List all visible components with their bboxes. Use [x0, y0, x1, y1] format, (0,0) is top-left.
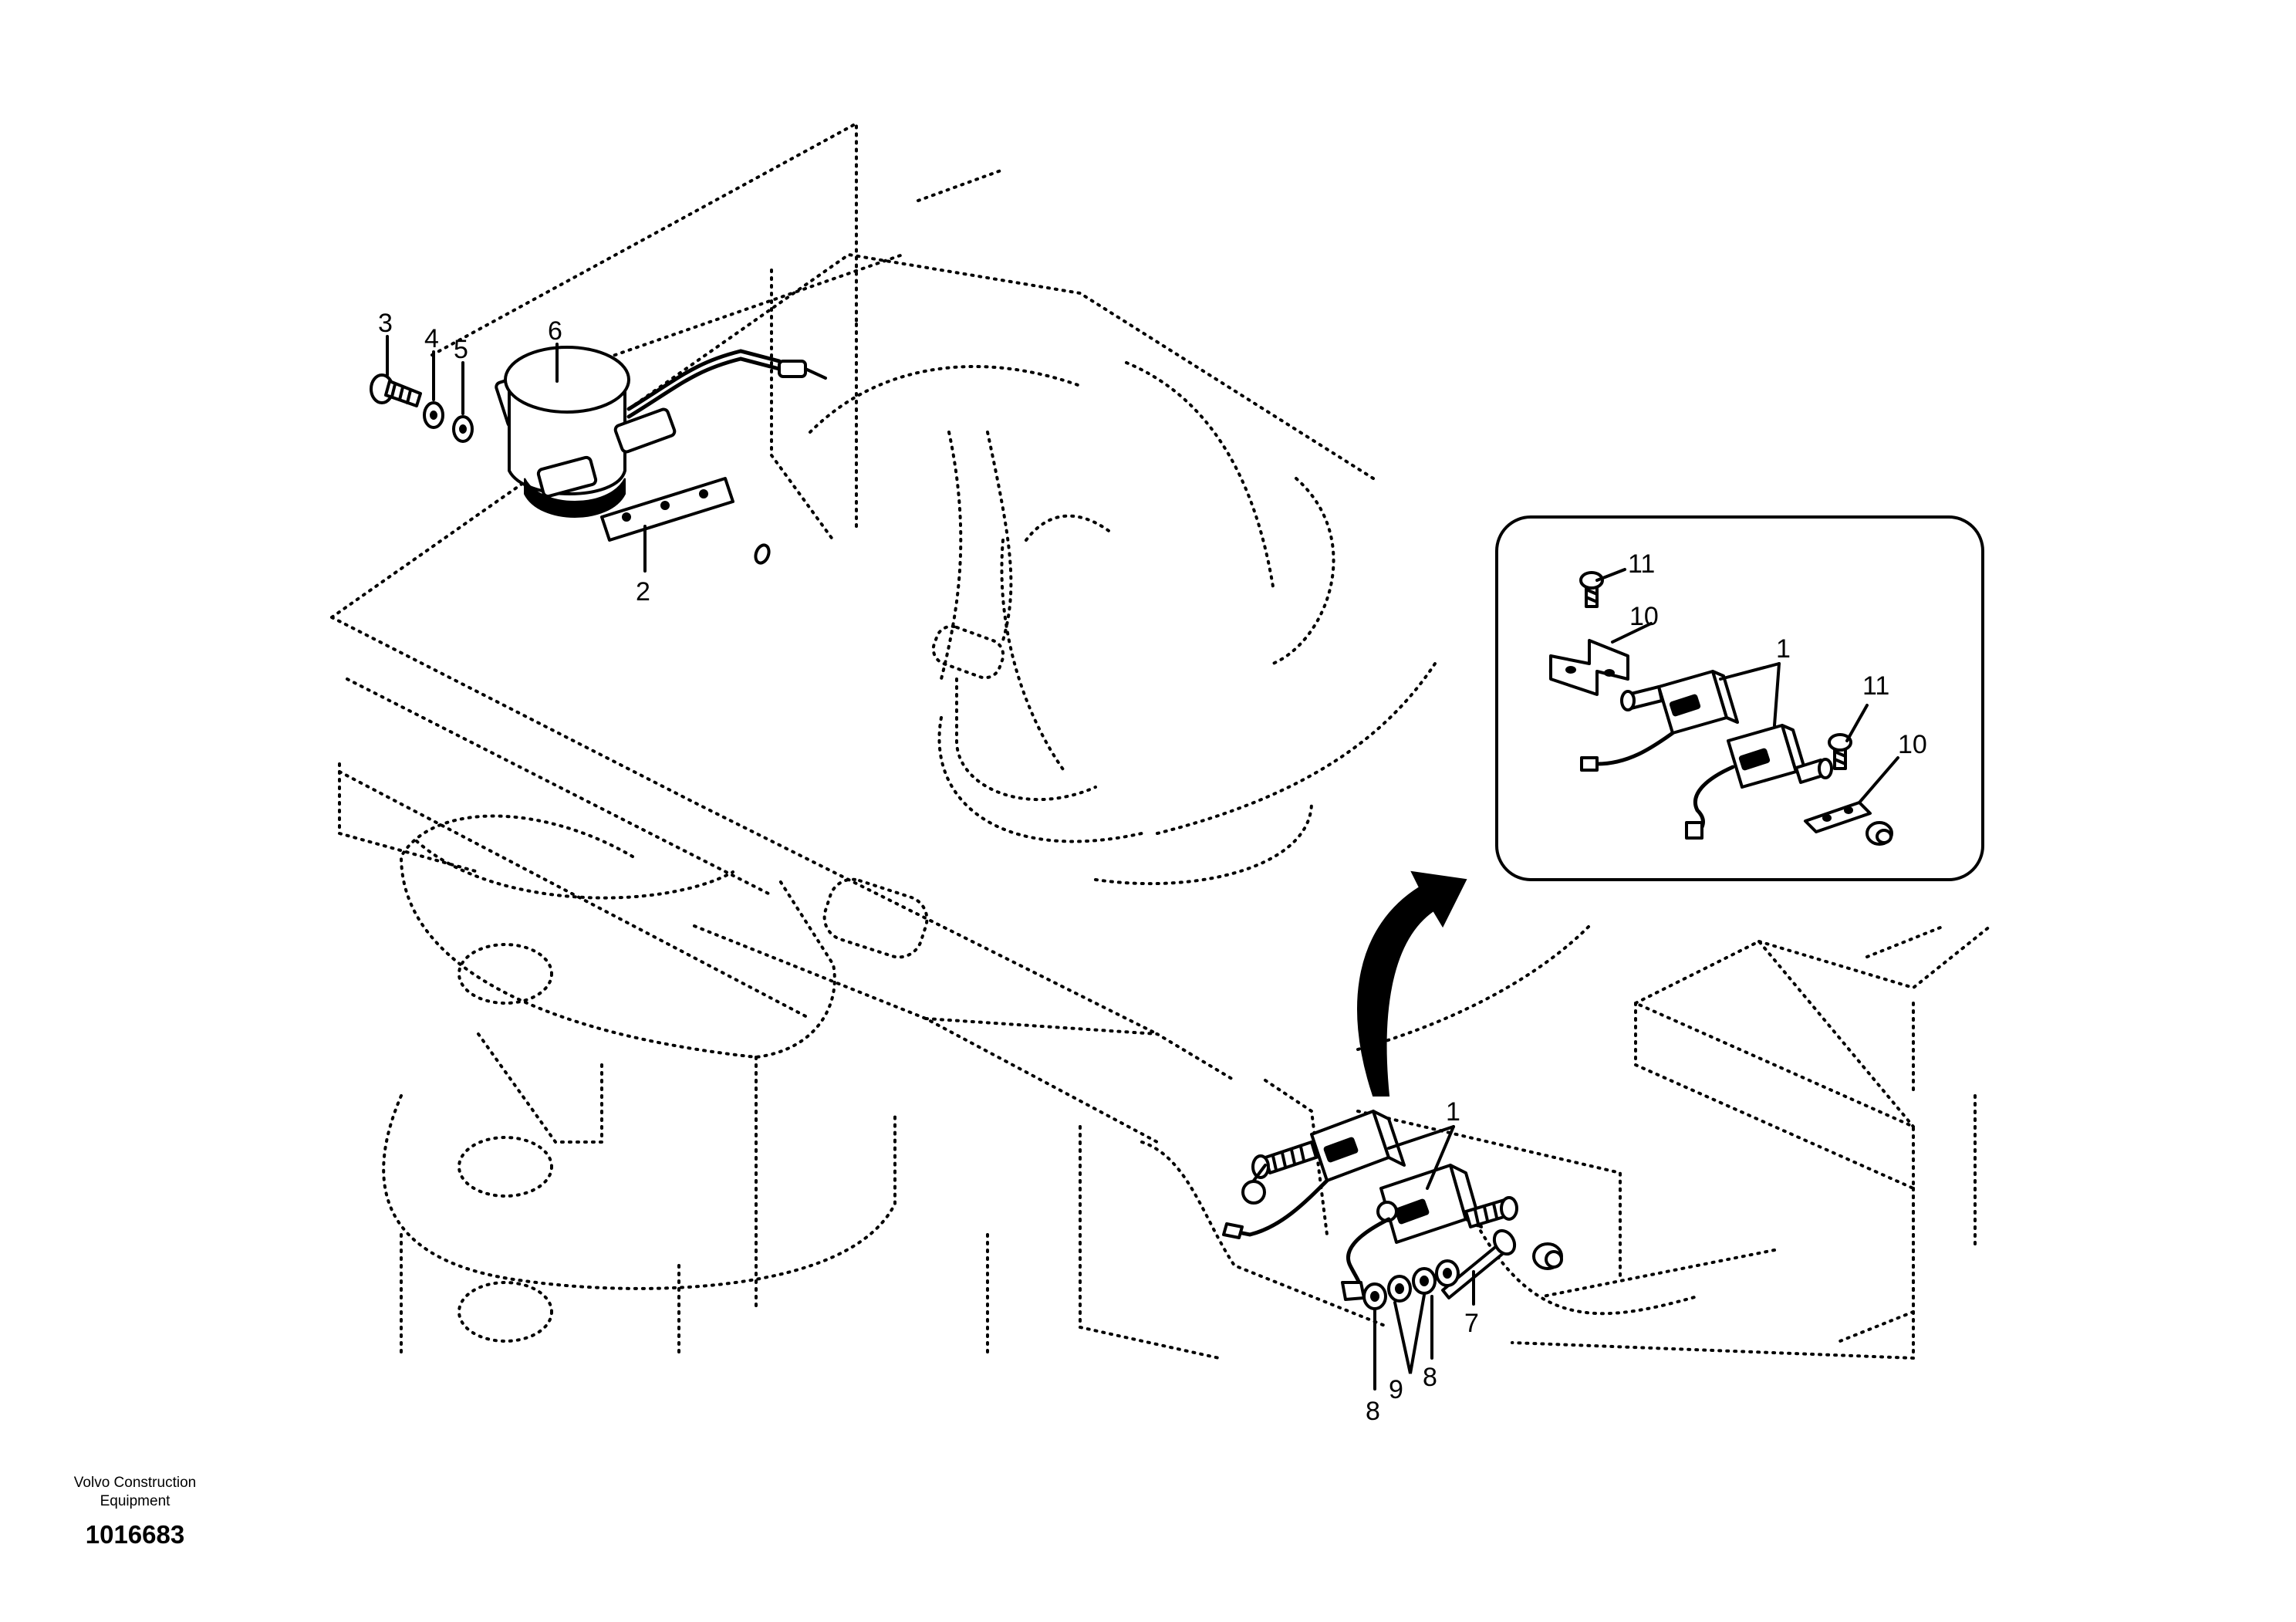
nut-inset-right	[1532, 1242, 1563, 1270]
callout-11-top: 11	[1628, 549, 1655, 579]
plate-2	[600, 477, 771, 565]
washer-9-a	[1387, 1275, 1412, 1303]
washer-9-b	[1412, 1267, 1437, 1295]
callout-6: 6	[548, 316, 562, 346]
nut-8-right	[1435, 1259, 1460, 1287]
callout-4: 4	[424, 324, 439, 353]
horn-assembly-6	[495, 346, 827, 518]
callout-7: 7	[1464, 1309, 1479, 1338]
manufacturer-label: Volvo Construction Equipment	[46, 1474, 224, 1511]
pin-7	[1441, 1228, 1517, 1299]
callout-10-bottom: 10	[1898, 730, 1927, 759]
callout-11-bottom: 11	[1862, 671, 1889, 701]
leader-lines-top	[386, 335, 647, 573]
travel-switch-upper	[1222, 1110, 1406, 1239]
travel-switch-lower	[1341, 1164, 1518, 1301]
callout-1-inset: 1	[1776, 634, 1791, 664]
frame-holes	[458, 431, 1013, 1343]
callout-2: 2	[636, 577, 650, 607]
detail-inset	[1495, 515, 1984, 881]
callout-5: 5	[454, 335, 468, 364]
bolt-3	[370, 373, 422, 407]
leader-lines-bottom	[1373, 1125, 1475, 1391]
callout-8-left: 8	[1366, 1397, 1380, 1426]
callout-3: 3	[378, 309, 393, 338]
callout-9: 9	[1389, 1375, 1403, 1404]
manufacturer-line-2: Equipment	[100, 1493, 171, 1509]
callout-1-main: 1	[1446, 1097, 1460, 1127]
inset-arrow	[1357, 870, 1467, 1097]
machine-frame-outline	[330, 122, 1992, 1360]
callout-labels: 3 4 5 6 2 1 7 8 9 8 11 10 1 11 10	[378, 309, 1927, 1426]
callout-8-right: 8	[1423, 1363, 1437, 1392]
nut-8-left	[1362, 1282, 1387, 1310]
document-number: 1016683	[85, 1520, 185, 1549]
washer-5	[452, 415, 474, 443]
manufacturer-line-1: Volvo Construction	[73, 1475, 197, 1491]
washer-4	[423, 401, 444, 429]
callout-10-top: 10	[1629, 602, 1659, 631]
